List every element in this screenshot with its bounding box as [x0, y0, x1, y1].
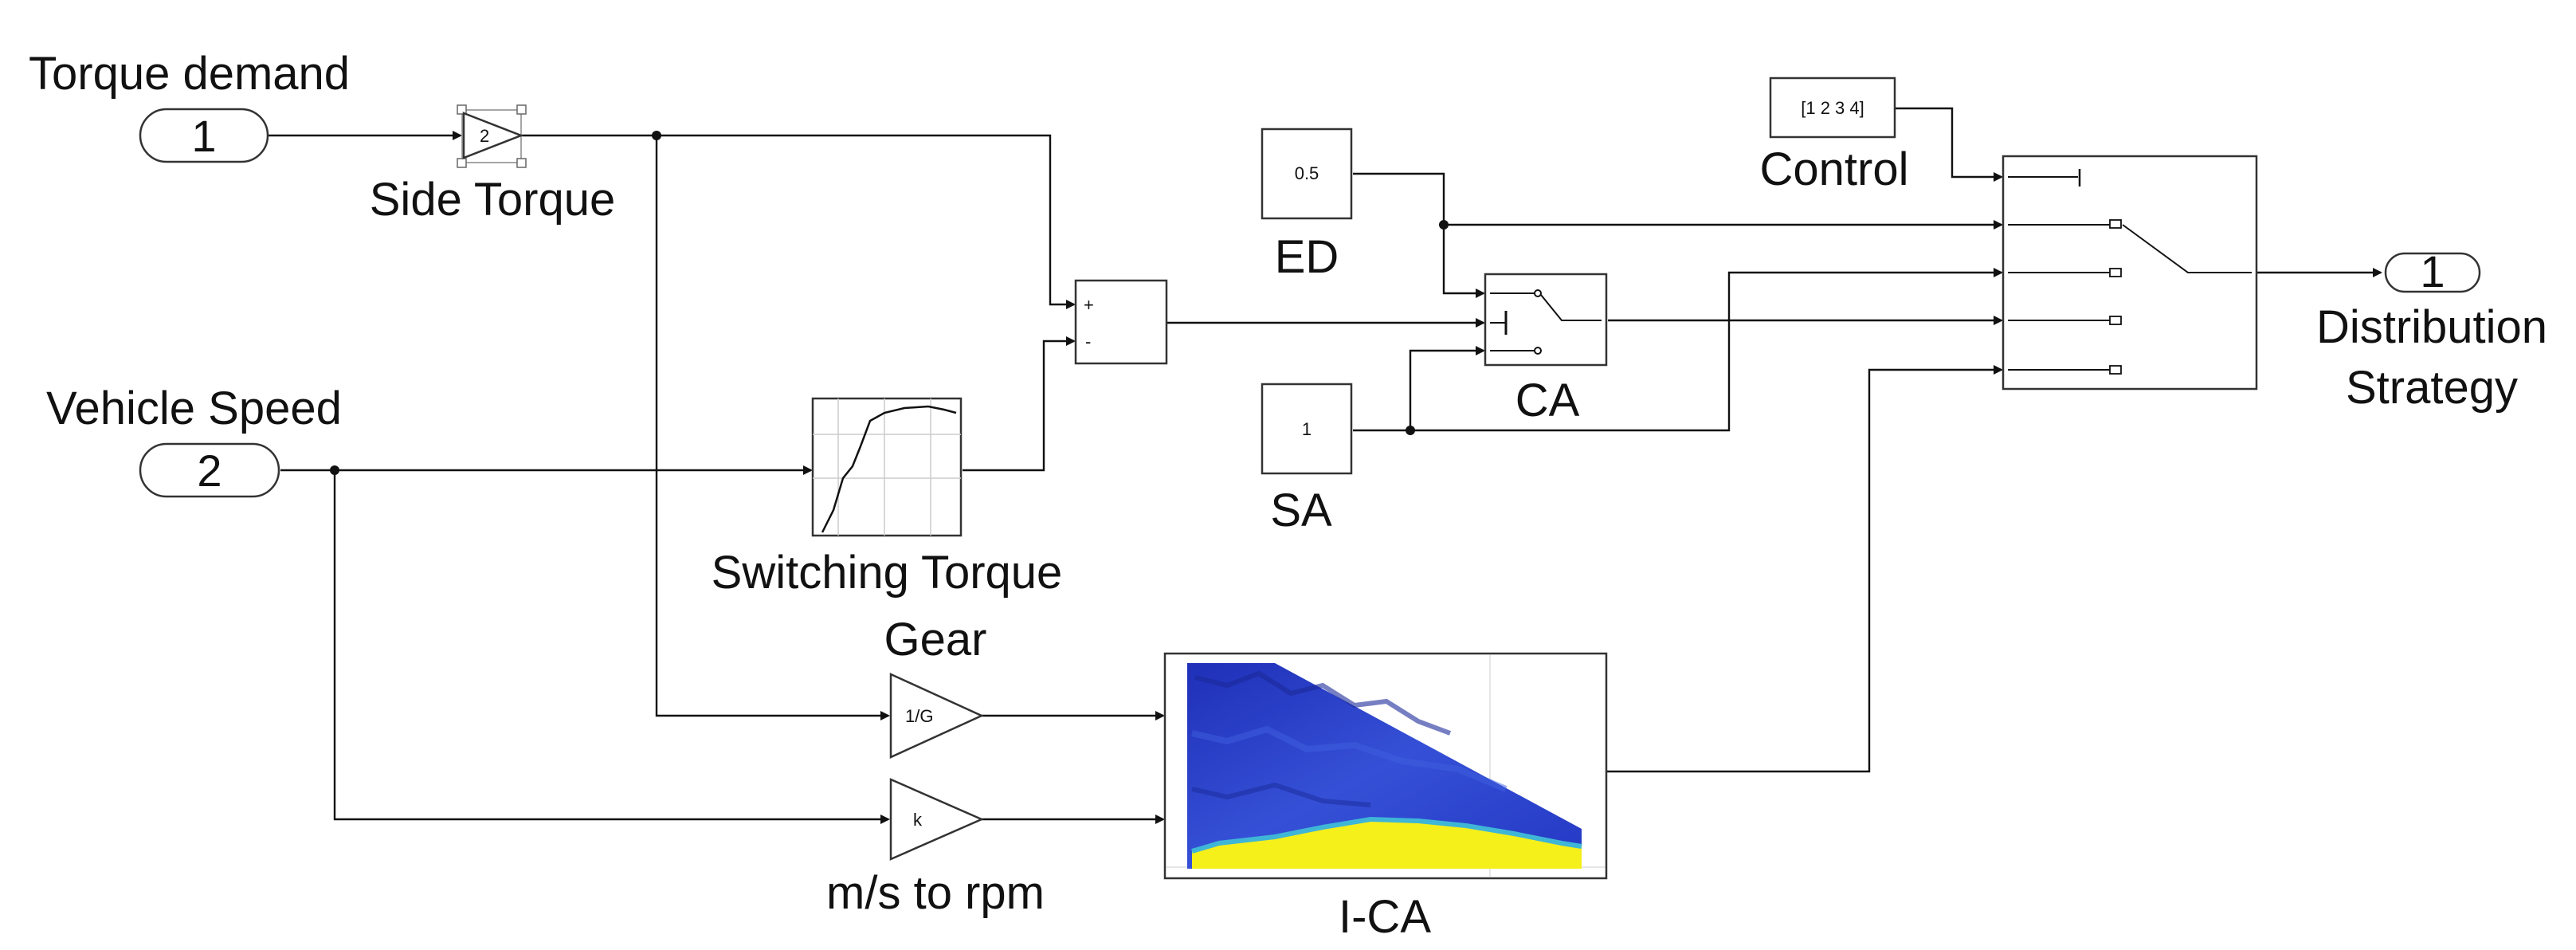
- sum-box: [1074, 279, 1168, 365]
- heatmap-yellow-region: [1192, 819, 1582, 869]
- switching-torque-label: Switching Torque: [712, 547, 1063, 599]
- sum-plus-sign: +: [1084, 295, 1094, 315]
- lookup-box: [811, 397, 963, 537]
- wire-switching-to-sum: [963, 336, 1076, 472]
- ca-label: CA: [1515, 375, 1580, 426]
- wire-ica-to-switch: [1606, 365, 2003, 773]
- constant-box: [1261, 128, 1353, 220]
- ica-label: I-CA: [1339, 891, 1431, 943]
- wire-to-gear: [655, 135, 890, 720]
- ca-switch-block[interactable]: CA: [1484, 273, 1608, 426]
- ed-constant-block[interactable]: 0.5 ED: [1261, 128, 1353, 283]
- gain-triangle: [462, 112, 524, 159]
- selection-handle[interactable]: [516, 158, 527, 168]
- ms-to-rpm-gain-block[interactable]: k m/s to rpm: [826, 778, 1045, 919]
- constant-box: [1261, 383, 1353, 475]
- outport-number: 1: [2420, 246, 2445, 296]
- wire-sidetorque-to-sum: [522, 134, 1076, 309]
- wire-sa-to-switch: [1410, 268, 2003, 432]
- constant-value: [1 2 3 4]: [1801, 98, 1864, 118]
- outport-label-line2: Strategy: [2346, 362, 2518, 414]
- multiport-switch-block[interactable]: [2002, 155, 2258, 391]
- wire-speed-to-k: [333, 470, 890, 824]
- control-constant-block[interactable]: [1 2 3 4] Control: [1760, 77, 1909, 195]
- selection-handle[interactable]: [457, 158, 467, 168]
- inport-number: 2: [197, 446, 222, 496]
- gain-triangle: [889, 673, 985, 759]
- inport-number: 1: [191, 111, 216, 161]
- inport-label: Torque demand: [29, 48, 350, 100]
- outport-shape: [2384, 252, 2481, 293]
- gear-gain-block[interactable]: Gear 1/G: [884, 614, 987, 759]
- gain-value: 1/G: [905, 706, 933, 726]
- control-label: Control: [1760, 143, 1909, 195]
- wire-control-to-switch: [1895, 107, 2003, 182]
- outport-label-line1: Distribution: [2316, 301, 2547, 353]
- constant-value: 0.5: [1295, 163, 1319, 183]
- sum-minus-sign: -: [1085, 332, 1091, 351]
- constant-box: [1769, 77, 1896, 139]
- sa-constant-block[interactable]: 1 SA: [1261, 383, 1353, 536]
- inport-torque-demand[interactable]: Torque demand 1: [29, 48, 350, 163]
- heatmap-boundary: [1191, 816, 1582, 854]
- heatmap-blue-region: [1187, 663, 1582, 869]
- inport-label: Vehicle Speed: [46, 383, 342, 434]
- inport-vehicle-speed[interactable]: Vehicle Speed 2: [46, 383, 342, 498]
- selection-handle[interactable]: [516, 104, 527, 115]
- ica-block[interactable]: I-CA: [1163, 652, 1608, 943]
- signal-lines: [269, 107, 2382, 824]
- inport-shape: [139, 108, 269, 163]
- selection-handle[interactable]: [457, 104, 467, 115]
- constant-value: 1: [1302, 419, 1312, 439]
- switching-torque-block[interactable]: Switching Torque: [712, 397, 1063, 599]
- side-torque-block[interactable]: 2 Side Torque: [370, 104, 616, 226]
- branch-point: [652, 131, 661, 140]
- lookup-curve: [821, 405, 957, 533]
- gear-label: Gear: [884, 614, 987, 665]
- ed-label: ED: [1275, 231, 1339, 283]
- inport-shape: [139, 442, 280, 498]
- wire-sa-to-ca: [1353, 346, 1485, 432]
- outport-distribution-strategy[interactable]: 1 Distribution Strategy: [2316, 246, 2547, 414]
- side-torque-label: Side Torque: [370, 174, 616, 226]
- gain-triangle: [889, 778, 985, 861]
- wire-ed-to-ca: [1353, 172, 1485, 298]
- gain-value: k: [913, 810, 923, 830]
- gain-value: 2: [480, 126, 489, 146]
- sum-block[interactable]: + -: [1074, 279, 1168, 365]
- ms-to-rpm-label: m/s to rpm: [826, 867, 1045, 919]
- sa-label: SA: [1270, 485, 1332, 536]
